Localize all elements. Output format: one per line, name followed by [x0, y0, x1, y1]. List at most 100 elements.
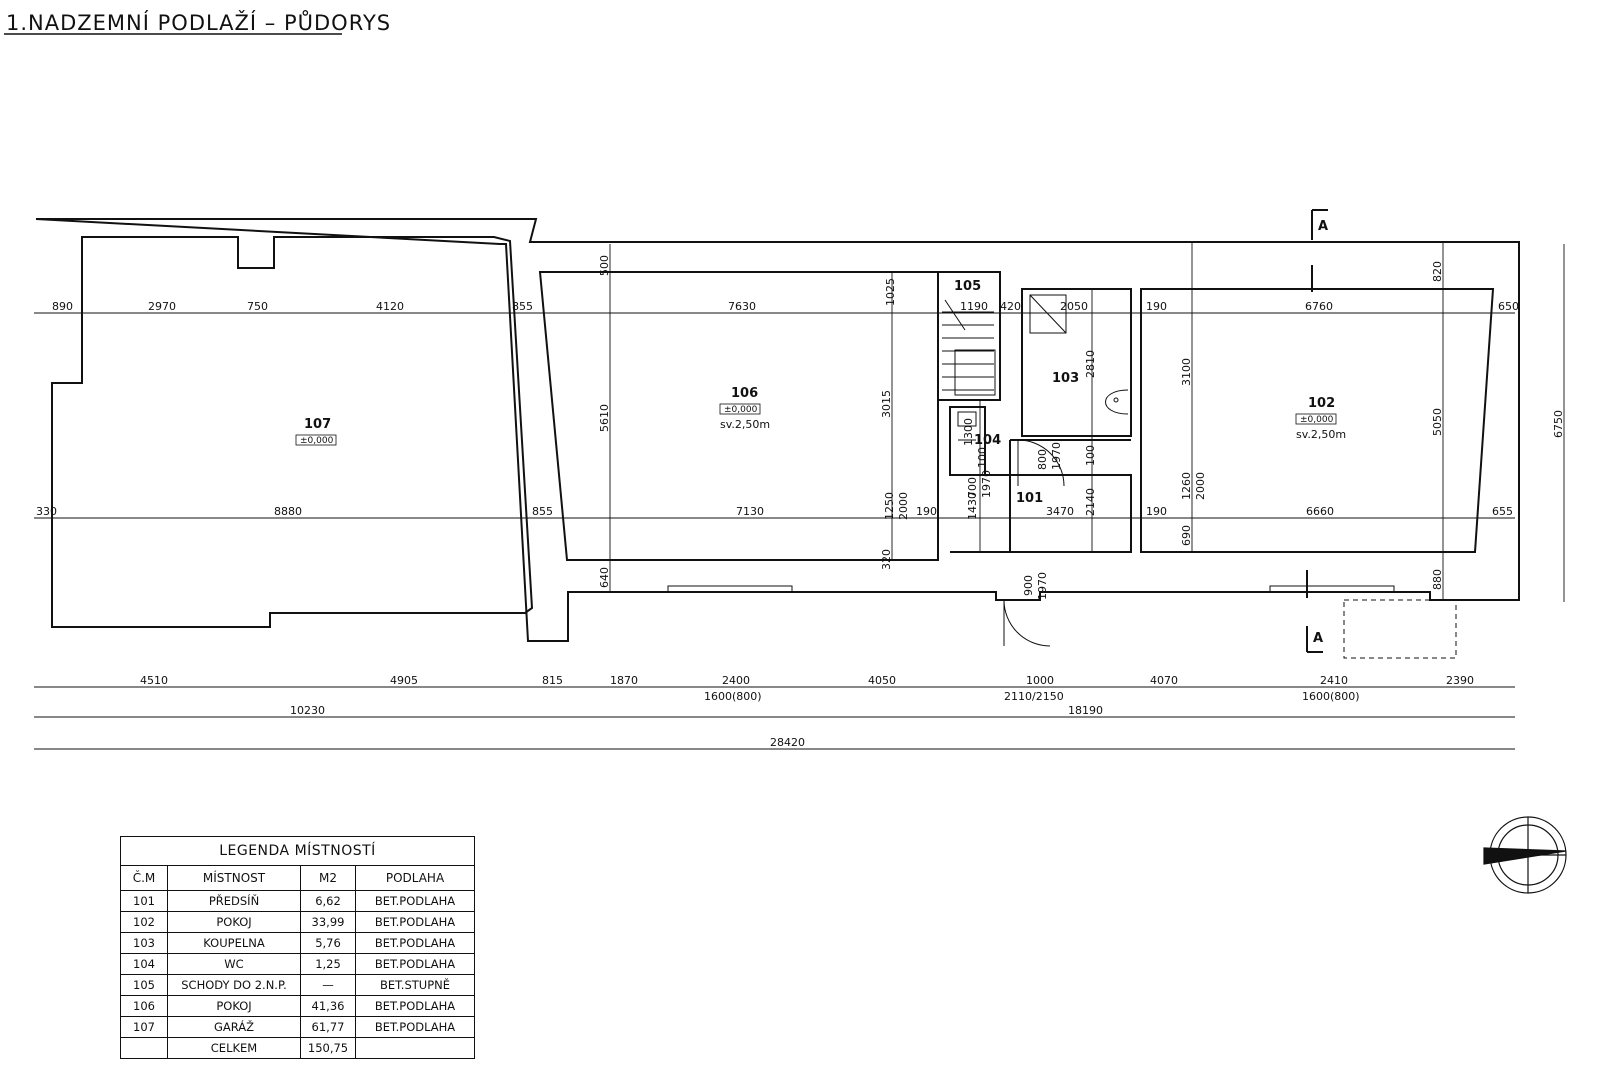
legend-header-room: MÍSTNOST: [167, 865, 301, 891]
dim-top-8: 1190: [960, 300, 988, 313]
dim-top-2: 2970: [148, 300, 176, 313]
dim-mid-12: 655: [1492, 505, 1513, 518]
dim-mid-4: 7130: [736, 505, 764, 518]
legend-row: 103 KOUPELNA 5,76 BET.PODLAHA: [120, 932, 475, 954]
dim-v-1: 500: [598, 255, 611, 276]
legend-cell: 41,36: [300, 995, 356, 1017]
legend-cell: 103: [120, 932, 168, 954]
legend-row: 107 GARÁŽ 61,77 BET.PODLAHA: [120, 1016, 475, 1038]
dim-opening-2: 2110/2150: [1004, 690, 1064, 703]
dim-mid-9: 3470: [1046, 505, 1074, 518]
drawing-title: 1.NADZEMNÍ PODLAŽÍ – PŮDORYS: [6, 9, 391, 35]
room-106-level: ±0,000: [724, 405, 758, 415]
dim-row2-2: 18190: [1068, 704, 1103, 717]
legend-cell: 1,25: [300, 953, 356, 975]
room-105-number: 105: [954, 279, 981, 294]
legend-cell: [120, 1037, 168, 1059]
legend-cell: [355, 1037, 475, 1059]
room-102-wall: [1140, 288, 1495, 553]
legend-cell: POKOJ: [167, 995, 301, 1017]
dim-mid-6: 2000: [897, 492, 910, 520]
windows: [667, 585, 1457, 659]
dim-row1-9: 2410: [1320, 674, 1348, 687]
dim-row1-10: 2390: [1446, 674, 1474, 687]
legend-cell: 102: [120, 911, 168, 933]
legend-cell: SCHODY DO 2.N.P.: [167, 974, 301, 996]
legend-cell: PŘEDSÍŇ: [167, 890, 301, 912]
dim-v-22: 5050: [1431, 408, 1444, 436]
room-104-number: 104: [974, 433, 1001, 448]
dim-top-11: 190: [1146, 300, 1167, 313]
door-swings: [1003, 439, 1065, 647]
dim-v-23: 880: [1431, 569, 1444, 590]
legend-title: LEGENDA MÍSTNOSTÍ: [120, 836, 475, 866]
dim-mid-7: 190: [916, 505, 937, 518]
dim-v-8: 700: [966, 477, 979, 498]
legend-row: 101 PŘEDSÍŇ 6,62 BET.PODLAHA: [120, 890, 475, 912]
dim-v-9: 1970: [980, 470, 993, 498]
legend-row: 104 WC 1,25 BET.PODLAHA: [120, 953, 475, 975]
dim-row1-5: 2400: [722, 674, 750, 687]
legend-header-area: M2: [300, 865, 356, 891]
room-103-number: 103: [1052, 371, 1079, 386]
dim-top-7: 1025: [884, 278, 897, 306]
room-103-wall: [1021, 288, 1132, 437]
dim-row1-1: 4510: [140, 674, 168, 687]
legend-cell: 107: [120, 1016, 168, 1038]
walls: [35, 218, 1520, 642]
dim-v-16: 1970: [1036, 572, 1049, 600]
dim-row1-7: 1000: [1026, 674, 1054, 687]
room-102-number: 102: [1308, 396, 1335, 411]
dim-mid-11: 6660: [1306, 505, 1334, 518]
legend-row: 102 POKOJ 33,99 BET.PODLAHA: [120, 911, 475, 933]
dim-v-19: 2000: [1194, 472, 1207, 500]
legend-cell: BET.PODLAHA: [355, 911, 475, 933]
legend-cell: KOUPELNA: [167, 932, 301, 954]
dim-opening-3: 1600(800): [1302, 690, 1360, 703]
dim-top-10: 2050: [1060, 300, 1088, 313]
dimension-lines: [34, 242, 1565, 750]
dim-mid-5: 1250: [883, 492, 896, 520]
room-106-height: sv.2,50m: [720, 418, 770, 431]
room-102-level: ±0,000: [1300, 415, 1334, 425]
dim-mid-10: 190: [1146, 505, 1167, 518]
dim-row1-4: 1870: [610, 674, 638, 687]
dim-top-4: 4120: [376, 300, 404, 313]
dim-v-17: 3100: [1180, 358, 1193, 386]
dim-top-1: 890: [52, 300, 73, 313]
dim-row1-8: 4070: [1150, 674, 1178, 687]
dim-mid-1: 330: [36, 505, 57, 518]
dim-v-15: 900: [1022, 575, 1035, 596]
dim-v-13: 2810: [1084, 350, 1097, 378]
section-label-bottom: A: [1313, 631, 1323, 646]
dim-top-6: 7630: [728, 300, 756, 313]
dim-mid-8: 1430: [966, 492, 979, 520]
dim-row3-1: 28420: [770, 736, 805, 749]
legend-cell: 106: [120, 995, 168, 1017]
garage-outer-wall: [35, 218, 1520, 642]
legend-cell: 61,77: [300, 1016, 356, 1038]
dim-v-3: 640: [598, 567, 611, 588]
legend-header-number: Č.M: [120, 865, 168, 891]
dim-top-13: 650: [1498, 300, 1519, 313]
dim-v-14: 2140: [1084, 488, 1097, 516]
stairs-105: [942, 299, 996, 396]
dim-v-18: 1260: [1180, 472, 1193, 500]
dim-v-21: 820: [1431, 261, 1444, 282]
garage-inner-wall: [51, 236, 534, 628]
legend-cell: BET.PODLAHA: [355, 1016, 475, 1038]
room-106-number: 106: [731, 386, 758, 401]
dim-opening-1: 1600(800): [704, 690, 762, 703]
legend-cell: BET.PODLAHA: [355, 995, 475, 1017]
dim-v-11: 1970: [1050, 442, 1063, 470]
dim-v-10: 800: [1036, 449, 1049, 470]
dim-row1-2: 4905: [390, 674, 418, 687]
legend-cell: 104: [120, 953, 168, 975]
legend-cell: 150,75: [300, 1037, 356, 1059]
dim-row1-6: 4050: [868, 674, 896, 687]
dim-v-4: 3015: [880, 390, 893, 418]
legend-row: 105 SCHODY DO 2.N.P. — BET.STUPNĚ: [120, 974, 475, 996]
dim-v-5: 320: [880, 549, 893, 570]
dim-top-12: 6760: [1305, 300, 1333, 313]
